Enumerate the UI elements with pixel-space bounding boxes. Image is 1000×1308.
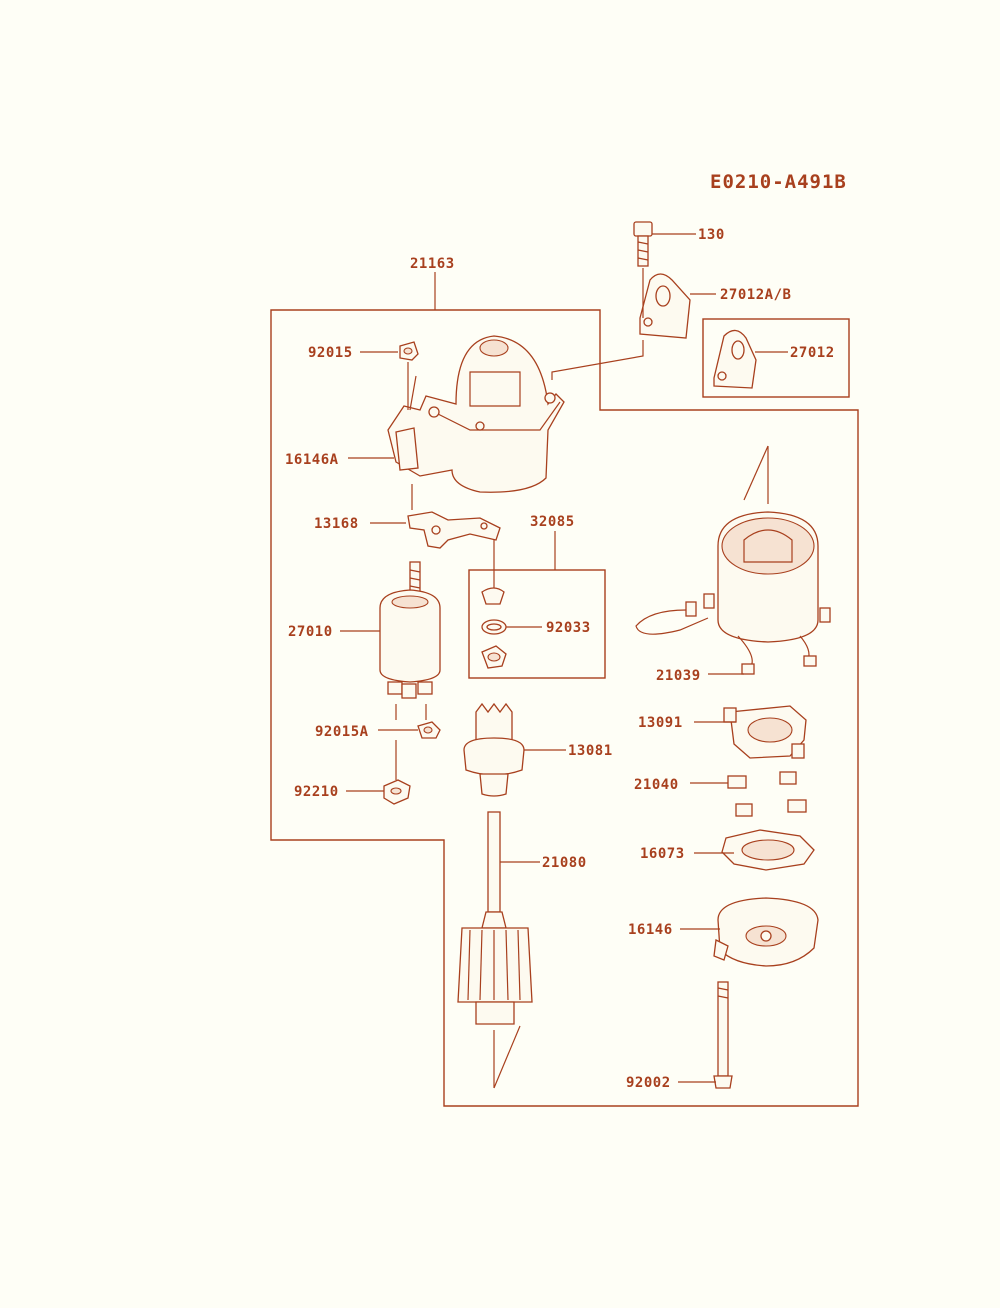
label-32085: 32085 — [530, 514, 575, 530]
label-92015: 92015 — [308, 345, 353, 361]
label-21163: 21163 — [410, 256, 455, 272]
label-92002: 92002 — [626, 1075, 671, 1091]
plate-27012[interactable] — [713, 329, 757, 389]
armature-21080[interactable] — [457, 811, 533, 1025]
label-27012: 27012 — [790, 345, 835, 361]
diagram-code: E0210-A491B — [710, 171, 847, 193]
label-16146A: 16146A — [285, 452, 339, 468]
label-13081: 13081 — [568, 743, 613, 759]
bolt-130[interactable] — [633, 221, 653, 267]
label-16073: 16073 — [640, 846, 685, 862]
brush-holder-13091[interactable] — [723, 705, 807, 759]
assembly-frame — [270, 309, 859, 1107]
label-13168: 13168 — [314, 516, 359, 532]
label-130: 130 — [698, 227, 725, 243]
nut-92015[interactable] — [399, 341, 419, 361]
kit-box-32085 — [468, 569, 606, 679]
nut-92015A[interactable] — [417, 721, 441, 739]
pinion-13081[interactable] — [463, 702, 525, 797]
label-92033: 92033 — [546, 620, 591, 636]
bolt-92002[interactable] — [713, 981, 733, 1089]
label-21039: 21039 — [656, 668, 701, 684]
rear-cover-16146[interactable] — [713, 897, 819, 967]
alt-box-27012 — [702, 318, 850, 398]
lever-13168[interactable] — [407, 511, 501, 549]
label-21080: 21080 — [542, 855, 587, 871]
label-27010: 27010 — [288, 624, 333, 640]
label-16146: 16146 — [628, 922, 673, 938]
kit-bushing[interactable] — [481, 587, 505, 605]
plate-16073[interactable] — [721, 829, 815, 871]
front-housing-16146A[interactable] — [387, 335, 565, 493]
label-27012AB: 27012A/B — [720, 287, 791, 303]
plate-27012AB[interactable] — [639, 273, 691, 339]
label-92210: 92210 — [294, 784, 339, 800]
springs-21040[interactable] — [727, 771, 807, 817]
nut-92210[interactable] — [383, 779, 411, 805]
solenoid-27010[interactable] — [379, 561, 441, 699]
ring-92033[interactable] — [481, 619, 507, 635]
label-13091: 13091 — [638, 715, 683, 731]
kit-seal[interactable] — [481, 645, 507, 669]
yoke-21039[interactable] — [635, 511, 831, 675]
label-21040: 21040 — [634, 777, 679, 793]
label-92015A: 92015A — [315, 724, 369, 740]
